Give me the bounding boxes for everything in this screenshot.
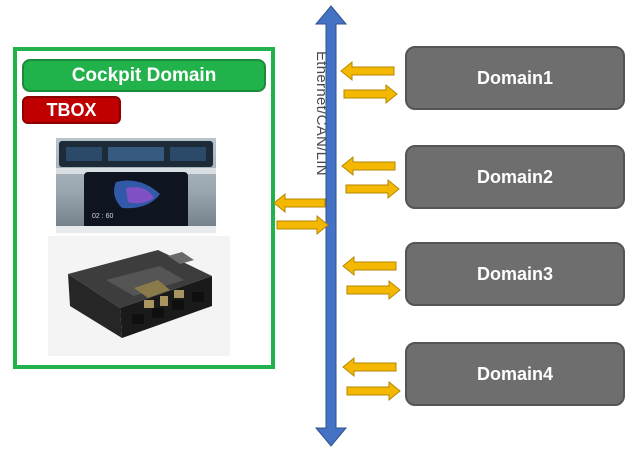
domain4-box: Domain4 [405, 342, 625, 406]
cockpit-arrow-out [276, 214, 329, 236]
domain3-box: Domain3 [405, 242, 625, 306]
domain-controller-hardware-image [48, 236, 230, 356]
domain2-arrow-out [345, 178, 400, 200]
cockpit-arrow-in [273, 192, 326, 214]
bus-double-arrow [314, 5, 348, 447]
cockpit-dashboard-image: 02 : 60 [56, 138, 216, 233]
svg-text:02 : 60: 02 : 60 [92, 213, 114, 220]
domain3-arrow-in [342, 255, 397, 277]
cockpit-domain-title: Cockpit Domain [22, 59, 266, 92]
domain3-arrow-out [346, 279, 401, 301]
domain2-arrow-in [341, 155, 396, 177]
domain1-arrow-in [340, 60, 395, 82]
domain2-box: Domain2 [405, 145, 625, 209]
domain4-arrow-in [342, 356, 397, 378]
domain4-arrow-out [346, 380, 401, 402]
domain1-arrow-out [343, 83, 398, 105]
tbox-badge: TBOX [22, 96, 121, 124]
domain1-box: Domain1 [405, 46, 625, 110]
